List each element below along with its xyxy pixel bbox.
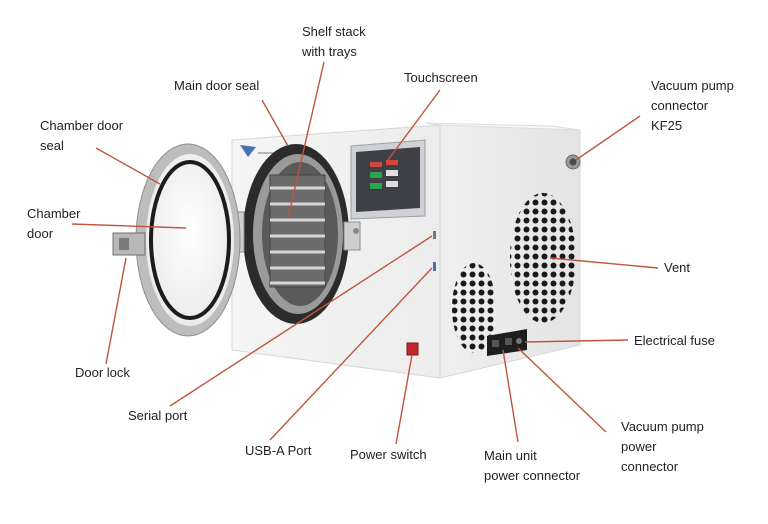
label-vacuum-power: Vacuum pump power connector [621, 417, 704, 477]
label-shelf-stack: Shelf stack with trays [302, 22, 366, 62]
vent-grille-small [452, 263, 496, 353]
label-line: Vent [664, 260, 691, 275]
label-line: seal [40, 138, 64, 153]
power-switch-icon [406, 342, 419, 356]
door-lock [112, 232, 146, 256]
label-vent: Vent [664, 258, 690, 278]
label-line: connector [621, 459, 679, 474]
label-line: Power switch [350, 447, 427, 462]
label-line: Touchscreen [404, 70, 478, 85]
touchscreen-display [350, 139, 426, 220]
label-vacuum-connector: Vacuum pump connector KF25 [651, 76, 734, 136]
leader-vacuum-power [517, 347, 607, 433]
label-electrical-fuse: Electrical fuse [634, 331, 715, 351]
usb-port [433, 262, 436, 271]
leader-main-door-seal [261, 99, 289, 147]
label-door-lock: Door lock [75, 363, 130, 383]
label-line: with trays [302, 44, 357, 59]
leader-chamber-door-seal [95, 147, 161, 185]
label-line: KF25 [651, 118, 683, 133]
leader-door-lock [105, 257, 127, 365]
leader-vent [549, 257, 659, 269]
leader-touchscreen [387, 89, 441, 161]
leader-usb-port [269, 267, 433, 441]
label-line: Vacuum pump [651, 78, 734, 93]
serial-port [433, 231, 436, 239]
label-line: Door lock [75, 365, 130, 380]
label-line: Main unit [484, 448, 537, 463]
label-line: Electrical fuse [634, 333, 715, 348]
leader-electrical-fuse [524, 339, 629, 343]
label-chamber-door: Chamber door [27, 204, 80, 244]
label-line: door [27, 226, 54, 241]
shelf-stack [269, 174, 326, 288]
leader-shelf-stack [287, 61, 325, 219]
label-line: connector [651, 98, 709, 113]
leader-vacuum-connector [575, 115, 641, 161]
chamber-latch [343, 221, 361, 251]
label-usb-port: USB-A Port [245, 441, 311, 461]
label-line: Main door seal [174, 78, 260, 93]
label-line: Vacuum pump [621, 419, 704, 434]
label-touchscreen: Touchscreen [404, 68, 478, 88]
leader-main-power [502, 349, 519, 443]
brand-logo [240, 145, 274, 157]
label-line: power connector [484, 468, 581, 483]
label-line: Serial port [128, 408, 188, 423]
label-power-switch: Power switch [350, 445, 427, 465]
leader-chamber-door [71, 223, 187, 229]
leader-lines [71, 61, 659, 445]
leader-serial-port [169, 235, 433, 407]
label-line: Shelf stack [302, 24, 366, 39]
kf25-flange-icon [565, 154, 581, 170]
connector-panel [487, 329, 527, 356]
label-line: Chamber door [40, 118, 124, 133]
label-line: Chamber [27, 206, 81, 221]
vent-grille-large [510, 193, 576, 323]
label-line: USB-A Port [245, 443, 312, 458]
label-serial-port: Serial port [128, 406, 187, 426]
label-main-power: Main unit power connector [484, 446, 580, 486]
label-chamber-door-seal: Chamber door seal [40, 116, 123, 156]
leader-power-switch [395, 354, 413, 445]
chamber-door [135, 143, 241, 337]
label-main-door-seal: Main door seal [174, 76, 259, 96]
label-line: power [621, 439, 657, 454]
